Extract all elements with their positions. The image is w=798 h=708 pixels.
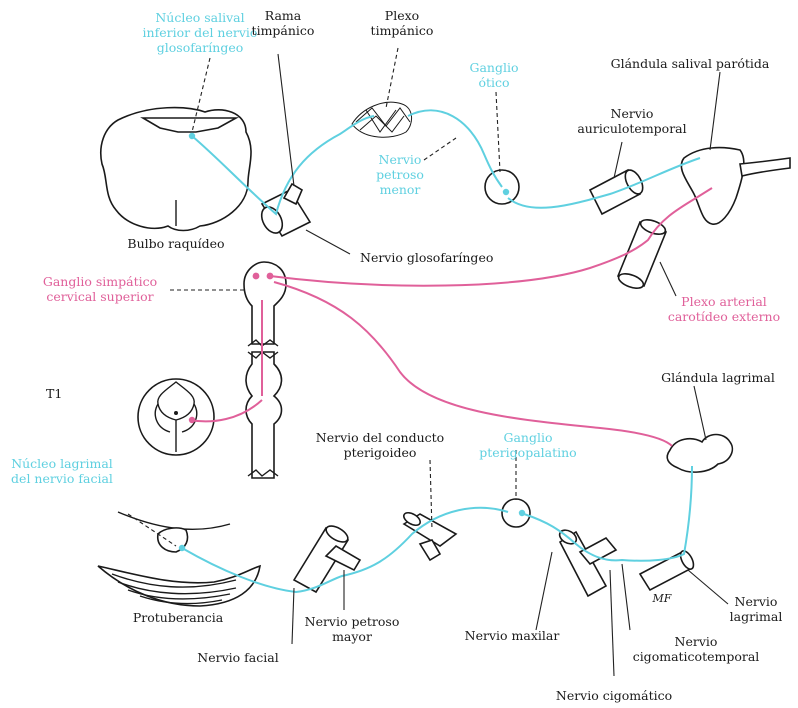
label-protuberancia: Protuberancia — [133, 610, 224, 625]
pons-outline-upper — [118, 512, 230, 529]
spinal-cell — [189, 417, 195, 423]
pterygopalatine-cell — [519, 510, 525, 516]
lacrimal-gland — [667, 435, 732, 473]
nervio-auriculotemporal-line-2: auriculotemporal — [577, 121, 686, 136]
nervio-conducto-pterigoideo-line-2: pterigoideo — [344, 445, 417, 460]
glandula-lagrimal-line-1: Glándula lagrimal — [661, 370, 775, 385]
nucleo-salival-line-1: Núcleo salival — [155, 10, 244, 25]
nervio-conducto-pterigoideo-line-1: Nervio del conducto — [316, 430, 444, 445]
ganglio-simpatico-line-1: Ganglio simpático — [43, 274, 157, 289]
ganglio-otico-line-1: Ganglio — [469, 60, 518, 75]
artist-signature: MF — [652, 592, 672, 605]
nervio-glosofaringeo-line-1: Nervio glosofaríngeo — [360, 250, 493, 265]
ganglio-pterigopalatino-line-1: Ganglio — [503, 430, 552, 445]
nucleo-lagrimal-line-2: del nervio facial — [11, 471, 113, 486]
plexo-timpanico-line-2: timpánico — [371, 23, 434, 38]
protuberancia-line-1: Protuberancia — [133, 610, 224, 625]
ganglio-pterigopalatino-line-2: pterigopalatino — [479, 445, 576, 460]
plexo-arterial-line-1: Plexo arterial — [681, 294, 767, 309]
sympathetic-trunk — [244, 262, 286, 478]
lacrimal-nucleus-cell — [179, 545, 185, 551]
label-nervio-cigomatico: Nervio cigomático — [556, 688, 672, 703]
nervio-facial-line-1: Nervio facial — [197, 650, 278, 665]
maxillary-nerve-stub — [557, 527, 616, 596]
otic-ganglion-cell — [503, 189, 509, 195]
label-nervio-glosofaringeo: Nervio glosofaríngeo — [360, 250, 493, 265]
bulbo-raquideo-line-1: Bulbo raquídeo — [127, 236, 224, 251]
lacrimal-nerve-stub — [640, 549, 696, 590]
nervio-lagrimal-line-2: lagrimal — [730, 609, 783, 624]
parotid-gland — [681, 148, 744, 225]
nervio-cigomaticotemporal-line-2: cigomaticotemporal — [633, 649, 760, 664]
nucleo-lagrimal-line-1: Núcleo lagrimal — [11, 456, 113, 471]
glandula-parotida-line-1: Glándula salival parótida — [611, 56, 770, 71]
rama-timpanico-line-2: timpánico — [252, 23, 315, 38]
pterygopalatine-ganglion — [502, 499, 530, 527]
path-ganglion-to-lacrimal-gland — [274, 282, 672, 446]
salivary-nucleus-cell — [189, 133, 195, 139]
sympathetic-ganglion-cell-1 — [253, 273, 260, 280]
nervio-cigomaticotemporal-line-1: Nervio — [675, 634, 718, 649]
rama-timpanico-line-1: Rama — [265, 8, 302, 23]
label-t1: T1 — [46, 386, 62, 401]
label-nervio-maxilar: Nervio maxilar — [465, 628, 560, 643]
label-bulbo-raquideo: Bulbo raquídeo — [127, 236, 224, 251]
label-glandula-parotida: Glándula salival parótida — [611, 56, 770, 71]
nervio-cigomatico-line-1: Nervio cigomático — [556, 688, 672, 703]
nucleo-salival-line-3: glosofaríngeo — [157, 40, 244, 55]
nervio-auriculotemporal-line-1: Nervio — [611, 106, 654, 121]
label-glandula-lagrimal: Glándula lagrimal — [661, 370, 775, 385]
nervio-petroso-menor-line-1: Nervio — [379, 152, 422, 167]
ganglio-simpatico-line-2: cervical superior — [46, 289, 153, 304]
nervio-petroso-mayor-line-1: Nervio petroso — [305, 614, 400, 629]
plexo-timpanico-line-1: Plexo — [385, 8, 419, 23]
parotid-duct — [740, 158, 790, 176]
sympathetic-ganglion-cell-2 — [267, 273, 274, 280]
ganglio-otico-line-2: ótico — [478, 75, 509, 90]
plexo-arterial-line-2: carotídeo externo — [668, 309, 780, 324]
t1-line-1: T1 — [46, 386, 62, 401]
pons — [98, 566, 260, 606]
signature-line-1: MF — [652, 592, 672, 605]
nervio-petroso-menor-line-2: petroso — [376, 167, 424, 182]
nervio-lagrimal-line-1: Nervio — [735, 594, 778, 609]
label-nervio-facial: Nervio facial — [197, 650, 278, 665]
spinal-cord-section — [138, 379, 214, 455]
nervio-petroso-mayor-line-2: mayor — [332, 629, 372, 644]
nucleo-salival-line-2: inferior del nervio — [143, 25, 258, 40]
nervio-petroso-menor-line-3: menor — [380, 182, 421, 197]
nervio-maxilar-line-1: Nervio maxilar — [465, 628, 560, 643]
